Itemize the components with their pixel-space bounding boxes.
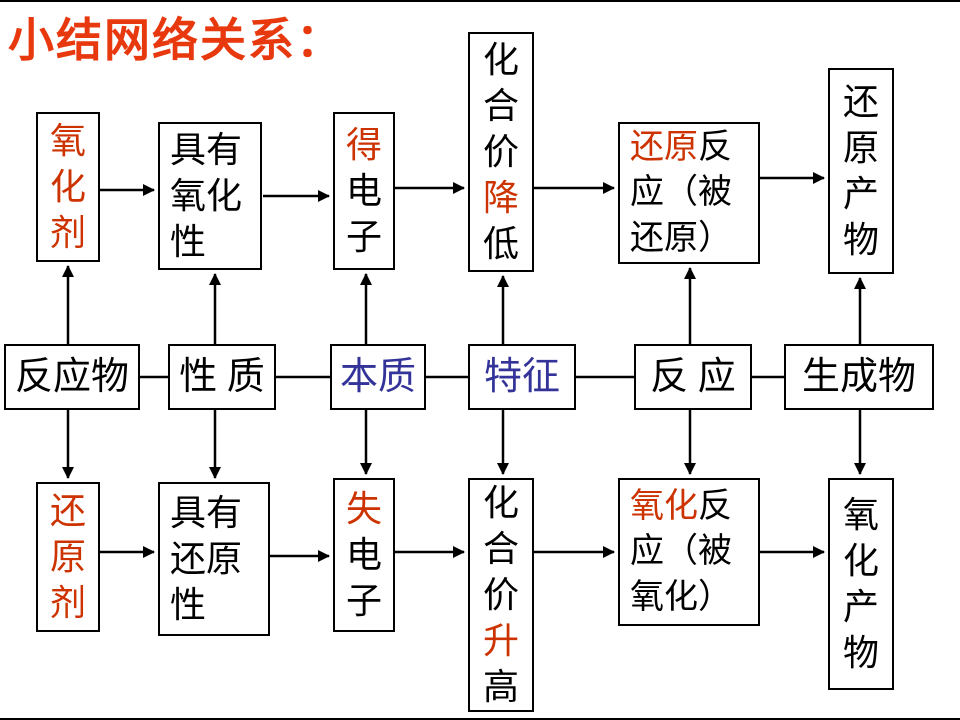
box-oxidizing-agent: 氧化剂 bbox=[36, 112, 100, 262]
slide-bottom-edge bbox=[0, 718, 960, 720]
oxidation-reaction-label: 氧化反 应（被 氧化） bbox=[630, 487, 732, 616]
box-valence-increase: 化合价升高 bbox=[468, 478, 534, 712]
reactant-label: 反应物 bbox=[14, 355, 129, 398]
box-has-oxidizing-property: 具有 氧化 性 bbox=[158, 122, 262, 270]
box-gain-electrons: 得电子 bbox=[333, 112, 395, 270]
product-label: 生成物 bbox=[801, 355, 916, 398]
lose-electrons-label: 失电子 bbox=[345, 488, 382, 622]
box-oxidation-reaction: 氧化反 应（被 氧化） bbox=[618, 478, 760, 626]
reducing-agent-label: 还原剂 bbox=[49, 490, 86, 624]
box-property: 性 质 bbox=[168, 344, 276, 410]
box-product: 生成物 bbox=[784, 344, 934, 410]
gain-electrons-label: 得电子 bbox=[345, 124, 382, 258]
reduction-reaction-label: 还原反 应（被 还原） bbox=[630, 128, 732, 257]
box-has-reducing-property: 具有 还原 性 bbox=[158, 482, 270, 636]
box-feature: 特征 bbox=[468, 344, 576, 410]
oxidizing-agent-label: 氧化剂 bbox=[49, 120, 86, 254]
property-label: 性 质 bbox=[179, 355, 265, 398]
has-reducing-property-label: 具有 还原 性 bbox=[170, 492, 243, 626]
box-reducing-agent: 还原剂 bbox=[36, 482, 100, 632]
valence-increase-label: 化合价升高 bbox=[482, 482, 519, 708]
box-oxidation-product: 氧化产物 bbox=[828, 478, 894, 690]
has-oxidizing-property-label: 具有 氧化 性 bbox=[170, 129, 243, 263]
valence-decrease-label: 化合价降低 bbox=[482, 39, 519, 265]
box-reactant: 反应物 bbox=[4, 344, 140, 410]
box-reduction-product: 还原产物 bbox=[828, 68, 894, 274]
box-reaction: 反 应 bbox=[634, 344, 752, 410]
reduction-product-label: 还原产物 bbox=[842, 81, 879, 261]
box-reduction-reaction: 还原反 应（被 还原） bbox=[618, 122, 760, 264]
reaction-label: 反 应 bbox=[650, 355, 736, 398]
page-title: 小结网络关系： bbox=[8, 14, 344, 66]
feature-label: 特征 bbox=[483, 355, 560, 398]
slide-top-edge bbox=[0, 0, 960, 2]
essence-label: 本质 bbox=[339, 355, 416, 398]
oxidation-product-label: 氧化产物 bbox=[842, 494, 879, 674]
box-lose-electrons: 失电子 bbox=[333, 478, 395, 632]
box-essence: 本质 bbox=[330, 344, 426, 410]
box-valence-decrease: 化合价降低 bbox=[468, 32, 534, 272]
